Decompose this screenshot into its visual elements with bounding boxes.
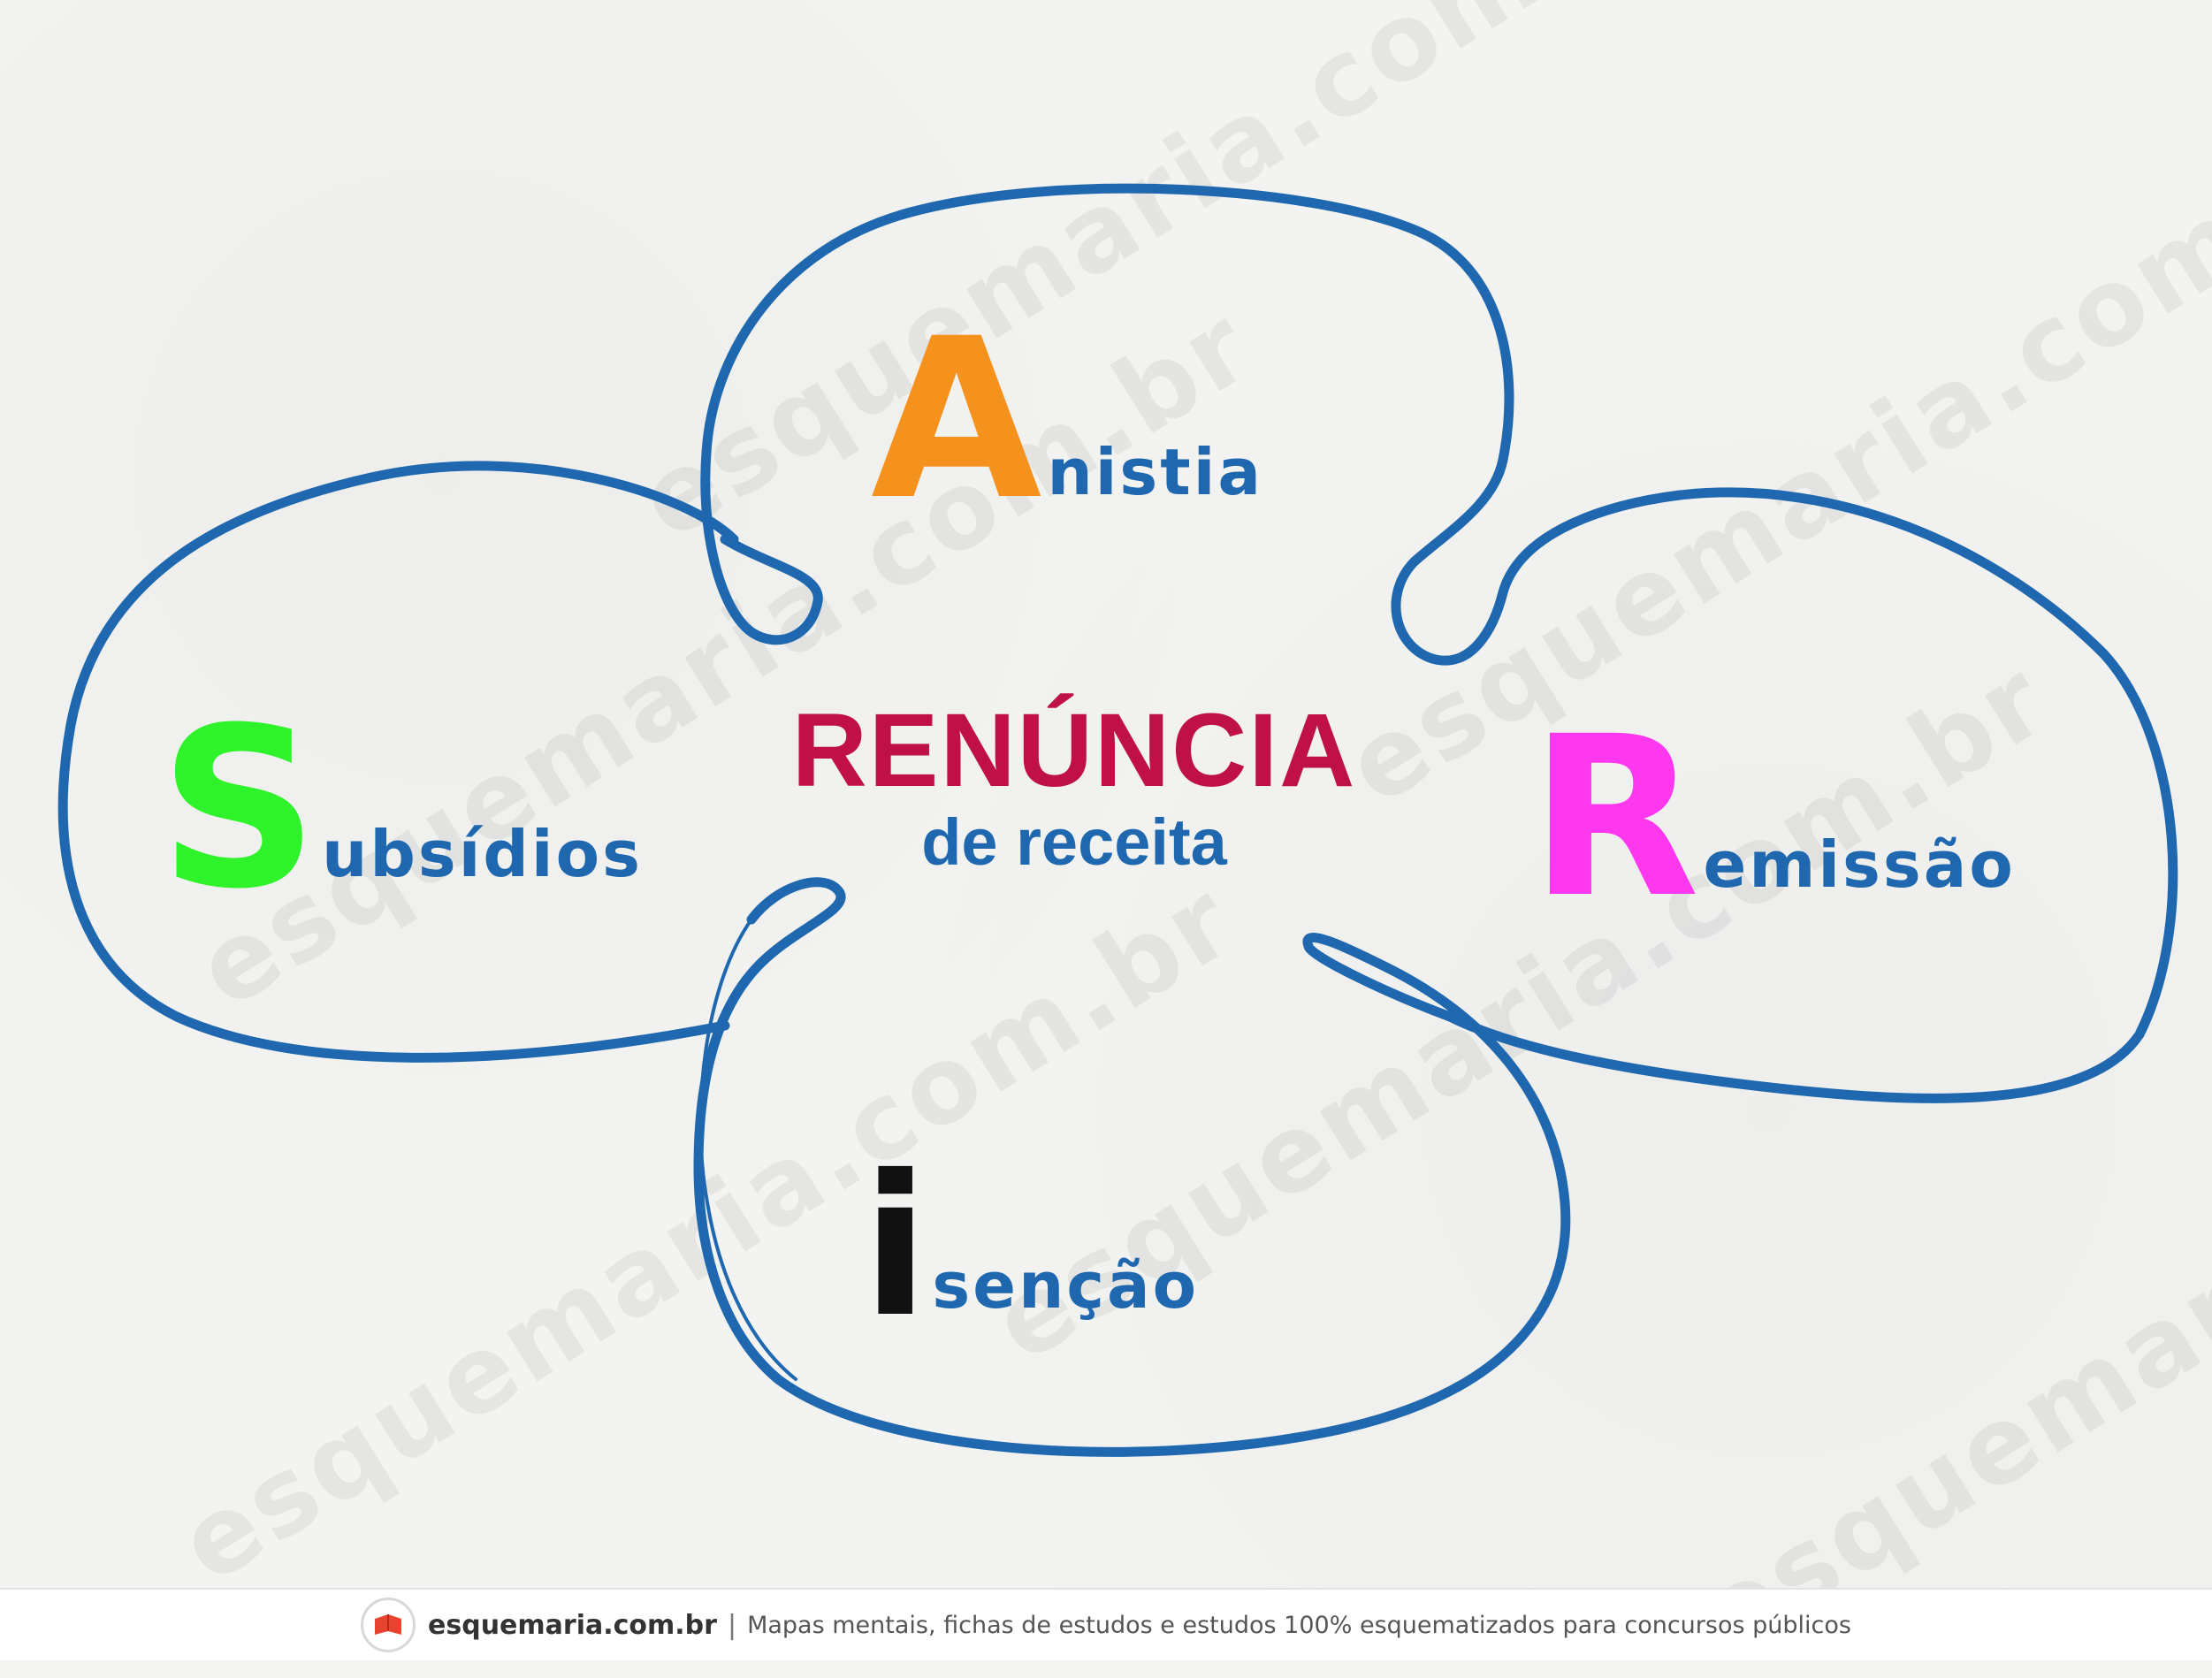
remissao-rest: emissão xyxy=(1703,828,2016,902)
footer-site-link[interactable]: esquemaria.com.br xyxy=(428,1609,717,1641)
bottom-lobe-outline xyxy=(693,877,1571,1457)
anistia-rest: nistia xyxy=(1047,435,1263,509)
clover-outline xyxy=(57,183,2178,1457)
anistia-initial: A xyxy=(871,291,1042,548)
center-title: RENÚNCIA xyxy=(791,692,1357,809)
subsidios-rest: ubsídios xyxy=(322,817,643,891)
isencao-rest: senção xyxy=(932,1248,1200,1323)
right-lobe-outline xyxy=(1445,487,2178,1103)
center-node: RENÚNCIA de receita xyxy=(765,698,1384,877)
isencao-initial: i xyxy=(862,1133,929,1360)
term-subsidios: S ubsídios xyxy=(159,698,643,919)
notebook-logo-icon[interactable] xyxy=(361,1598,416,1652)
footer-separator: | xyxy=(727,1609,737,1641)
term-remissao: R emissão xyxy=(1529,707,2016,928)
inner-thin-curve xyxy=(698,918,797,1381)
top-lobe-outline xyxy=(700,183,1685,666)
remissao-initial: R xyxy=(1529,689,1700,946)
term-anistia: A nistia xyxy=(871,309,1263,530)
subsidios-initial: S xyxy=(159,680,319,937)
center-subtitle: de receita xyxy=(921,805,1227,879)
left-lobe-outline xyxy=(57,461,739,1063)
footer: esquemaria.com.br | Mapas mentais, ficha… xyxy=(0,1588,2212,1660)
term-isencao: i senção xyxy=(862,1149,1199,1344)
footer-tagline: Mapas mentais, fichas de estudos e estud… xyxy=(747,1611,1851,1639)
